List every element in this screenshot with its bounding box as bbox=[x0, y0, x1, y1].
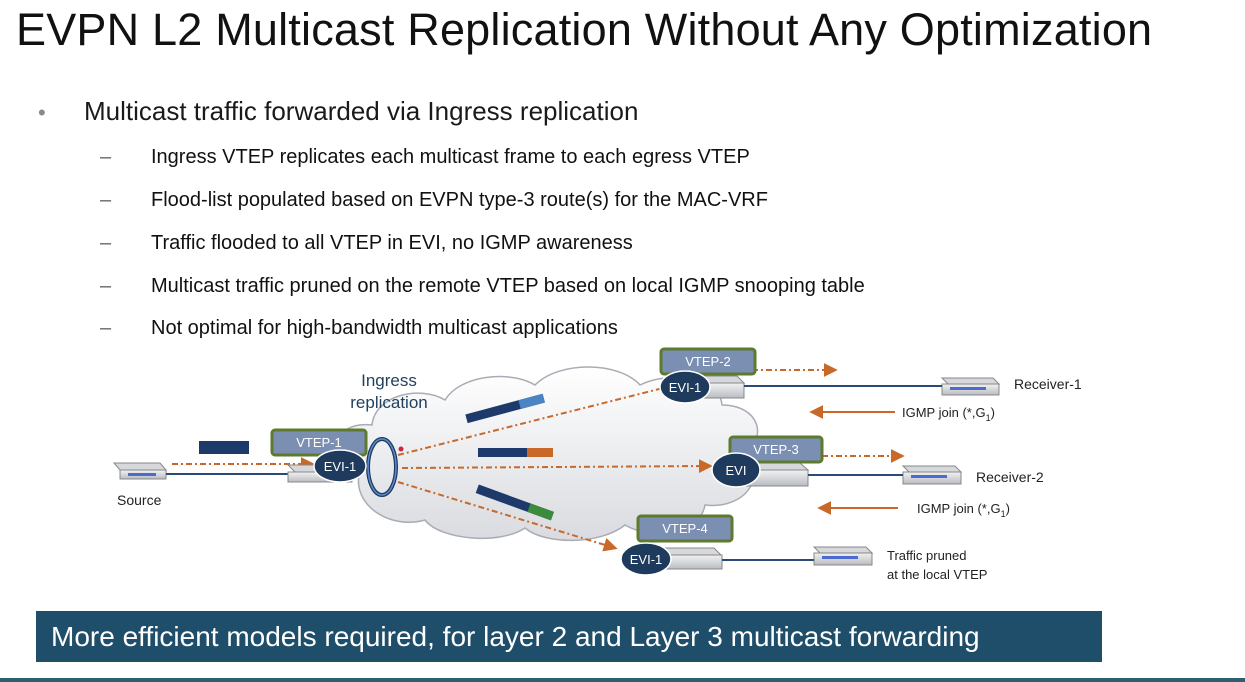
dash-icon: – bbox=[100, 232, 112, 254]
dash-icon: – bbox=[100, 275, 112, 297]
bottom-divider bbox=[0, 678, 1245, 682]
packet-icon bbox=[475, 484, 554, 521]
sub-bullet: – Not optimal for high-bandwidth multicas… bbox=[100, 317, 618, 340]
pruned-label-line1: Traffic pruned bbox=[887, 548, 967, 563]
footer-banner: More efficient models required, for laye… bbox=[36, 611, 1102, 662]
replication-arrow-vtep4 bbox=[397, 481, 618, 552]
evi1-vtep1-oval: EVI-1 bbox=[313, 449, 367, 483]
evi-vtep3-oval: EVI bbox=[711, 452, 761, 488]
replication-arrow-vtep3 bbox=[401, 459, 713, 474]
dash-icon: – bbox=[100, 317, 112, 339]
source-switch-icon bbox=[112, 462, 168, 480]
evi1-label: EVI-1 bbox=[630, 552, 663, 567]
packet-tag-icon bbox=[527, 448, 553, 457]
main-bullet: • Multicast traffic forwarded via Ingress… bbox=[38, 96, 638, 127]
bullet-dot-icon: • bbox=[38, 100, 46, 125]
sub-bullet: – Traffic flooded to all VTEP in EVI, no … bbox=[100, 232, 633, 255]
main-bullet-text: Multicast traffic forwarded via Ingress … bbox=[84, 96, 639, 126]
ingress-label: Ingress bbox=[361, 371, 417, 390]
igmp-join-label-1: IGMP join (*,G1) bbox=[902, 405, 995, 423]
replication-label: replication bbox=[350, 393, 428, 412]
evi1-vtep2-oval: EVI-1 bbox=[659, 370, 711, 404]
sub-bullet: – Ingress VTEP replicates each multicast … bbox=[100, 146, 750, 169]
sub-bullet-text: Flood-list populated based on EVPN type-… bbox=[151, 189, 768, 211]
receiver1-switch-icon bbox=[940, 377, 1001, 396]
replication-cycle-icon bbox=[366, 437, 404, 497]
vtep4-label: VTEP-4 bbox=[662, 521, 708, 536]
dash-icon: – bbox=[100, 146, 112, 168]
sub-bullet-text: Multicast traffic pruned on the remote V… bbox=[151, 275, 865, 297]
receiver2-label: Receiver-2 bbox=[976, 469, 1044, 485]
evi1-label: EVI-1 bbox=[324, 459, 357, 474]
sub-bullet: – Flood-list populated based on EVPN type… bbox=[100, 189, 768, 212]
vtep1-label: VTEP-1 bbox=[296, 435, 342, 450]
replication-arrow-vtep2 bbox=[397, 380, 678, 456]
evi1-label: EVI-1 bbox=[669, 380, 702, 395]
slide-title: EVPN L2 Multicast Replication Without An… bbox=[16, 4, 1153, 55]
pruned-label-line2: at the local VTEP bbox=[887, 567, 987, 582]
evi1-vtep4-oval: EVI-1 bbox=[620, 542, 672, 576]
dash-icon: – bbox=[100, 189, 112, 211]
vtep1-box: VTEP-1 bbox=[270, 428, 368, 457]
igmp-join-label-2: IGMP join (*,G1) bbox=[917, 501, 1010, 519]
packet-icon bbox=[465, 393, 545, 424]
vtep4-box: VTEP-4 bbox=[636, 514, 734, 543]
source-label: Source bbox=[117, 492, 162, 508]
sub-bullet-text: Not optimal for high-bandwidth multicast… bbox=[151, 317, 618, 339]
vtep2-box: VTEP-2 bbox=[659, 347, 757, 376]
pruned-switch-icon bbox=[812, 546, 874, 566]
receiver1-label: Receiver-1 bbox=[1014, 376, 1082, 392]
sub-bullet: – Multicast traffic pruned on the remote … bbox=[100, 275, 865, 298]
sub-bullet-text: Ingress VTEP replicates each multicast f… bbox=[151, 146, 750, 168]
packet-icon bbox=[478, 448, 553, 457]
receiver2-switch-icon bbox=[901, 465, 963, 485]
evi-label: EVI bbox=[726, 463, 747, 478]
vtep2-label: VTEP-2 bbox=[685, 354, 731, 369]
source-packet-icon bbox=[199, 441, 249, 454]
vtep3-label: VTEP-3 bbox=[753, 442, 799, 457]
vtep3-box: VTEP-3 bbox=[728, 435, 824, 464]
sub-bullet-text: Traffic flooded to all VTEP in EVI, no I… bbox=[151, 232, 633, 254]
